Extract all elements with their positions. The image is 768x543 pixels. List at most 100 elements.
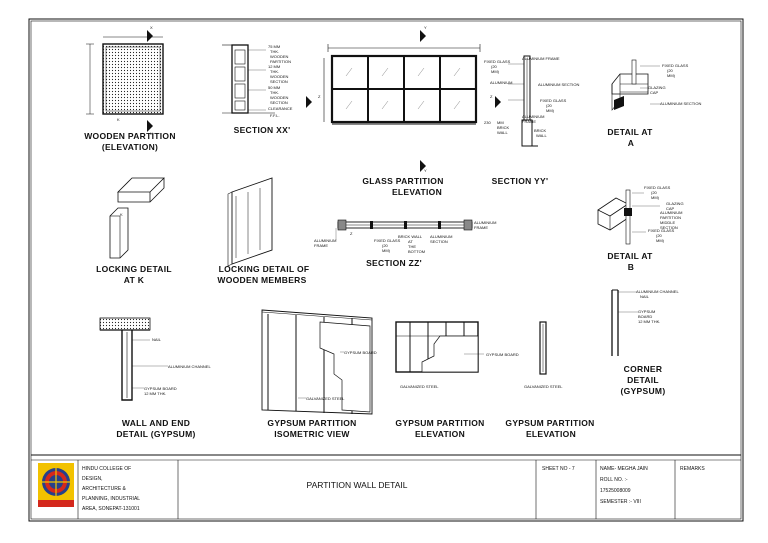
svg-text:PARTITION: PARTITION: [270, 59, 291, 64]
svg-text:WOODEN: WOODEN: [270, 54, 289, 59]
svg-text:MM): MM): [382, 248, 391, 253]
svg-text:MIDDLE: MIDDLE: [660, 220, 675, 225]
inner-border: [30, 20, 742, 520]
svg-text:FRAME: FRAME: [474, 225, 488, 230]
svg-text:ALUMINIUM SECTION: ALUMINIUM SECTION: [538, 82, 579, 87]
svg-text:Z: Z: [350, 231, 353, 236]
svg-text:GYPSUM BOARD: GYPSUM BOARD: [344, 350, 377, 355]
svg-text:(20: (20: [667, 68, 674, 73]
svg-text:BRICK WALL: BRICK WALL: [398, 234, 423, 239]
svg-text:230: 230: [484, 120, 491, 125]
svg-text:ALUMINIUM CHANNEL: ALUMINIUM CHANNEL: [636, 289, 679, 294]
locking-detail-k: K LOCKING DETAIL AT K: [96, 177, 172, 285]
title-detail-b-2: B: [628, 262, 634, 272]
svg-text:ALUMINIUM: ALUMINIUM: [522, 114, 544, 119]
college-line-1: HINDU COLLEGE OF: [82, 466, 131, 472]
svg-text:FIXED GLASS: FIXED GLASS: [648, 228, 675, 233]
svg-text:BRICK: BRICK: [497, 125, 510, 130]
svg-text:MM): MM): [546, 108, 555, 113]
svg-text:ALUMINIUM: ALUMINIUM: [430, 234, 452, 239]
svg-text:NAIL: NAIL: [152, 337, 162, 342]
section-yy: FIXED GLASS (20 MM) ALUMINIUM FRAME ALUM…: [484, 55, 579, 186]
svg-text:CLEARANCE: CLEARANCE: [268, 106, 293, 111]
title-detail-a-1: DETAIL AT: [607, 127, 653, 137]
college-line-5: AREA, SONEPAT-131001: [82, 506, 140, 512]
svg-text:GALVANIZED STEEL: GALVANIZED STEEL: [524, 384, 563, 389]
svg-text:50 MM: 50 MM: [268, 85, 280, 90]
svg-text:12 MM: 12 MM: [268, 64, 280, 69]
svg-text:MM): MM): [491, 69, 500, 74]
svg-text:ALUMINIUM FRAME: ALUMINIUM FRAME: [522, 56, 560, 61]
section-marker-icon: [147, 120, 153, 132]
svg-text:WALL: WALL: [536, 133, 548, 138]
svg-text:MM): MM): [656, 238, 665, 243]
title-section-xx: SECTION XX': [234, 125, 291, 135]
title-gypsum-elev1-1: GYPSUM PARTITION: [395, 418, 484, 428]
svg-text:FRAME: FRAME: [314, 243, 328, 248]
svg-text:MM): MM): [667, 73, 676, 78]
detail-b: FIXED GLASS (20 MM) GLAZING CAP ALUMINIU…: [597, 185, 684, 272]
svg-text:THK.: THK.: [270, 90, 279, 95]
svg-text:FRAME: FRAME: [522, 119, 536, 124]
title-wooden-partition-1: WOODEN PARTITION: [84, 131, 176, 141]
title-wall-end-2: DETAIL (GYPSUM): [116, 429, 195, 439]
marker-x-bottom: X: [150, 131, 153, 136]
section-xx: 75 MM THK. WOODEN PARTITION 12 MM THK. W…: [222, 44, 293, 135]
svg-text:AT: AT: [408, 239, 413, 244]
svg-text:GALVANIZED STEEL: GALVANIZED STEEL: [306, 396, 345, 401]
svg-text:CAP: CAP: [650, 90, 659, 95]
gypsum-isometric: GYPSUM BOARD GALVANIZED STEEL GYPSUM PAR…: [261, 309, 377, 439]
svg-text:WOODEN: WOODEN: [270, 74, 289, 79]
wooden-partition-elevation: X X K WOODEN PARTITION (ELEVATION): [84, 25, 176, 152]
svg-text:75 MM: 75 MM: [268, 44, 280, 49]
svg-text:WOODEN: WOODEN: [270, 95, 289, 100]
svg-text:FIXED GLASS: FIXED GLASS: [540, 98, 567, 103]
title-corner-2: DETAIL: [627, 375, 659, 385]
sheet-number: SHEET NO - 7: [542, 466, 575, 472]
svg-text:FIXED GLASS: FIXED GLASS: [374, 238, 401, 243]
svg-text:PARTITION: PARTITION: [660, 215, 681, 220]
svg-text:(20: (20: [546, 103, 553, 108]
drawing-title: PARTITION WALL DETAIL: [307, 480, 408, 490]
svg-text:FIXED GLASS: FIXED GLASS: [644, 185, 671, 190]
title-detail-a-2: A: [628, 138, 634, 148]
title-gypsum-elev1-2: ELEVATION: [415, 429, 465, 439]
title-wall-end-1: WALL AND END: [122, 418, 190, 428]
gypsum-elevation-1: GYPSUM BOARD GALVANIZED STEEL GYPSUM PAR…: [395, 321, 519, 439]
title-locking-k-2: AT K: [124, 275, 145, 285]
title-glass-1: GLASS PARTITION: [362, 176, 443, 186]
svg-text:ALUMINIUM: ALUMINIUM: [474, 220, 496, 225]
svg-text:WALL: WALL: [497, 130, 509, 135]
gypsum-elevation-2: GALVANIZED STEEL GYPSUM PARTITION ELEVAT…: [505, 321, 594, 439]
wall-end-detail: NAIL ALUMINIUM CHANNEL GYPSUM BOARD 12 M…: [99, 317, 211, 439]
svg-text:BOARD: BOARD: [638, 314, 652, 319]
svg-text:GLAZING: GLAZING: [648, 85, 666, 90]
svg-text:ALUMINIUM: ALUMINIUM: [660, 210, 682, 215]
svg-text:MM: MM: [497, 120, 504, 125]
title-section-yy: SECTION YY': [492, 176, 549, 186]
svg-text:CAP: CAP: [666, 206, 675, 211]
title-locking-members-1: LOCKING DETAIL OF: [219, 264, 310, 274]
svg-text:12 MM THK.: 12 MM THK.: [144, 391, 166, 396]
svg-text:SECTION: SECTION: [660, 225, 678, 230]
title-section-zz: SECTION ZZ': [366, 258, 422, 268]
svg-text:GYPSUM BOARD: GYPSUM BOARD: [144, 386, 177, 391]
svg-text:FIXED GLASS: FIXED GLASS: [484, 59, 511, 64]
college-line-4: PLANNING, INDUSTRIAL: [82, 496, 140, 502]
title-wooden-partition-2: (ELEVATION): [102, 142, 158, 152]
svg-text:GALVANIZED STEEL: GALVANIZED STEEL: [400, 384, 439, 389]
svg-text:GYPSUM BOARD: GYPSUM BOARD: [486, 352, 519, 357]
svg-text:(20: (20: [382, 243, 389, 248]
section-zz: Z ALUMINIUM FRAME FIXED GLASS (20 MM) BR…: [314, 219, 496, 268]
svg-text:Z: Z: [490, 94, 493, 99]
college-line-2: DESIGN,: [82, 476, 103, 482]
title-corner-3: (GYPSUM): [621, 386, 666, 396]
svg-text:THE: THE: [408, 244, 416, 249]
svg-text:SECTION: SECTION: [270, 79, 288, 84]
college-line-3: ARCHITECTURE &: [82, 486, 127, 492]
svg-text:(20: (20: [651, 190, 658, 195]
title-gypsum-elev2-2: ELEVATION: [526, 429, 576, 439]
section-marker-icon: [420, 30, 426, 42]
corner-detail: ALUMINIUM CHANNEL NAIL GYPSUM BOARD 12 M…: [611, 289, 679, 396]
locking-detail-members: LOCKING DETAIL OF WOODEN MEMBERS: [217, 177, 310, 285]
